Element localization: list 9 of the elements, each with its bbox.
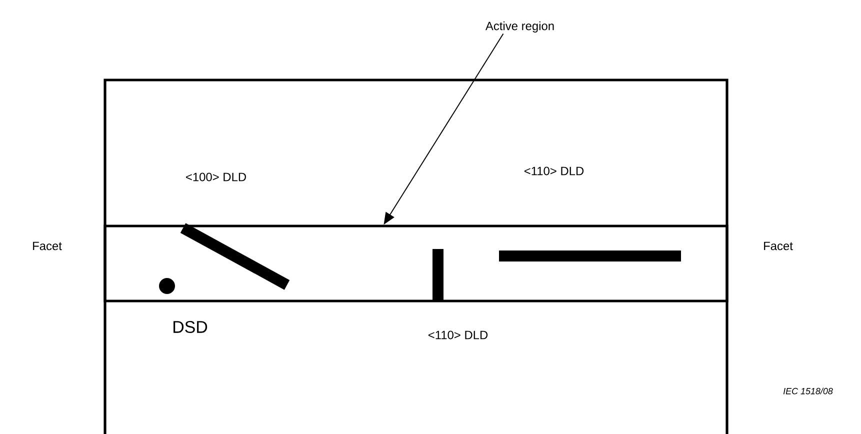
direction-label: <110> DLD	[524, 166, 584, 176]
active-region-band	[104, 224, 728, 302]
facet-label: Facet	[33, 242, 62, 250]
callout-text: Active region	[485, 21, 554, 33]
figure-number: IEC 1518/08	[783, 388, 833, 394]
direction-label: <110> DLD	[428, 330, 488, 340]
defect-label: DSD	[174, 321, 208, 333]
direction-label: <100> DLD	[186, 172, 246, 182]
facet-label: Facet	[764, 242, 793, 250]
